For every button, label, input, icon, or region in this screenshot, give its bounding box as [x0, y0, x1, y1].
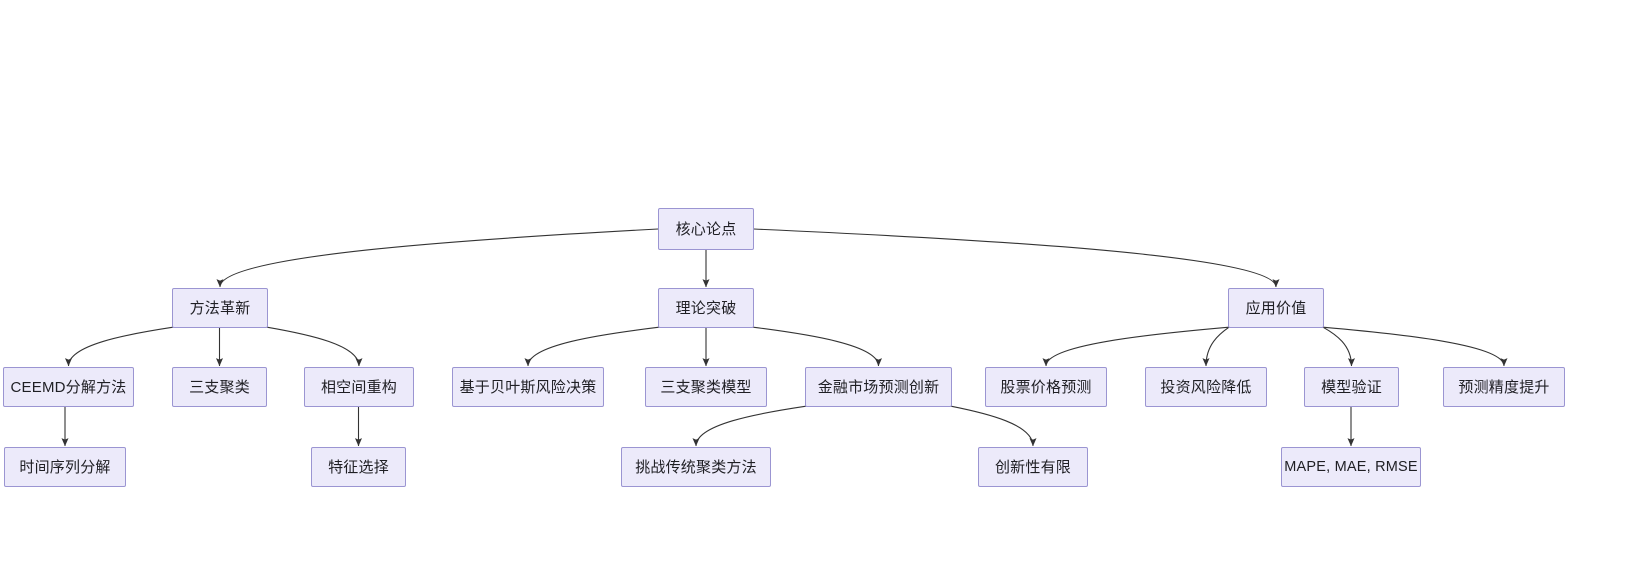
edge-l1a-to-l2c — [266, 326, 363, 367]
node-l1a[interactable]: 方法革新 — [172, 288, 268, 328]
edge-l2f-to-l3d — [950, 405, 1037, 447]
edge-root-to-l1a — [216, 228, 659, 288]
node-label: 投资风险降低 — [1160, 378, 1252, 396]
node-l3b[interactable]: 特征选择 — [311, 447, 406, 487]
node-label: 预测精度提升 — [1458, 378, 1550, 396]
node-l2e[interactable]: 三支聚类模型 — [645, 367, 767, 407]
node-label: 相空间重构 — [320, 378, 397, 396]
node-l2g[interactable]: 股票价格预测 — [985, 367, 1107, 407]
node-root[interactable]: 核心论点 — [658, 208, 754, 250]
node-l3d[interactable]: 创新性有限 — [978, 447, 1088, 487]
edge-l1c-to-l2i — [1322, 326, 1356, 367]
node-label: 三支聚类模型 — [660, 378, 752, 396]
node-l3e[interactable]: MAPE, MAE, RMSE — [1281, 447, 1421, 487]
edge-root-to-l1c — [753, 228, 1280, 288]
edge-l2f-to-l3c — [692, 405, 807, 447]
node-label: 创新性有限 — [994, 458, 1071, 476]
edge-l1a-to-l2a — [65, 326, 174, 367]
node-label: 挑战传统聚类方法 — [635, 458, 757, 476]
node-label: CEEMD分解方法 — [10, 378, 127, 396]
node-l2c[interactable]: 相空间重构 — [304, 367, 414, 407]
edge-l1b-to-l2d — [524, 326, 660, 367]
node-label: 理论突破 — [675, 299, 737, 317]
node-l2h[interactable]: 投资风险降低 — [1145, 367, 1267, 407]
edge-l1c-to-l2g — [1042, 326, 1230, 367]
node-l2b[interactable]: 三支聚类 — [172, 367, 267, 407]
node-l2i[interactable]: 模型验证 — [1304, 367, 1399, 407]
edge-l1c-to-l2j — [1322, 326, 1508, 367]
node-l2d[interactable]: 基于贝叶斯风险决策 — [452, 367, 604, 407]
node-label: 股票价格预测 — [1000, 378, 1092, 396]
node-label: 方法革新 — [189, 299, 251, 317]
node-label: 核心论点 — [675, 220, 737, 238]
node-l1c[interactable]: 应用价值 — [1228, 288, 1324, 328]
node-l2j[interactable]: 预测精度提升 — [1443, 367, 1565, 407]
node-label: 三支聚类 — [189, 378, 250, 396]
edge-paths — [61, 228, 1508, 447]
node-label: 模型验证 — [1321, 378, 1382, 396]
node-l3c[interactable]: 挑战传统聚类方法 — [621, 447, 771, 487]
node-l2f[interactable]: 金融市场预测创新 — [805, 367, 952, 407]
node-label: 应用价值 — [1245, 299, 1307, 317]
node-label: 基于贝叶斯风险决策 — [459, 378, 597, 396]
node-l1b[interactable]: 理论突破 — [658, 288, 754, 328]
node-label: 金融市场预测创新 — [817, 378, 940, 396]
node-label: 时间序列分解 — [19, 458, 111, 476]
edge-l1b-to-l2f — [752, 326, 882, 367]
node-l2a[interactable]: CEEMD分解方法 — [3, 367, 134, 407]
node-label: MAPE, MAE, RMSE — [1284, 458, 1418, 475]
edge-l1c-to-l2h — [1202, 326, 1230, 367]
node-l3a[interactable]: 时间序列分解 — [4, 447, 126, 487]
node-label: 特征选择 — [328, 458, 389, 476]
